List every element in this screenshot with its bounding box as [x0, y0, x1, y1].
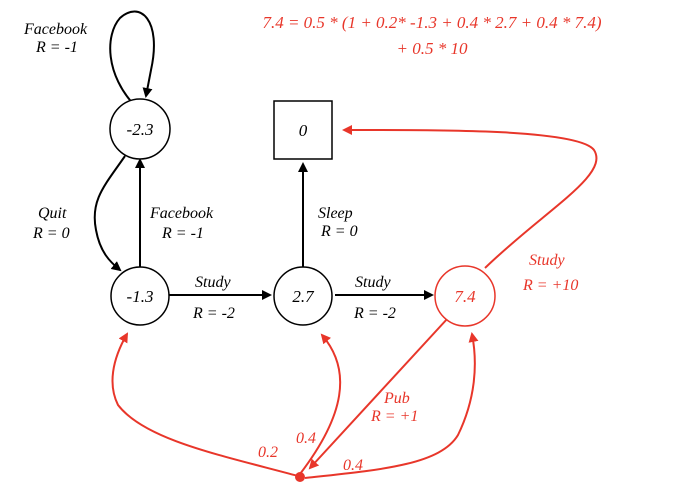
- to-facebook-action-label: Facebook: [149, 205, 214, 222]
- study3-reward-label: R = +10: [522, 277, 578, 294]
- pub-chance-node: [295, 472, 305, 482]
- to-facebook-reward-label: R = -1: [161, 225, 204, 242]
- sleep-terminal-node: [273, 100, 333, 160]
- study3-edge: [342, 124, 598, 269]
- pub-to-class1-edge: [111, 332, 299, 477]
- pub-to-class3-edge: [304, 332, 479, 479]
- facebook-state-node: [109, 98, 171, 160]
- class2-state-value: 2.7: [292, 287, 315, 306]
- prob-to-class1-label: 0.2: [258, 444, 278, 461]
- pub-reward-label: R = +1: [370, 408, 418, 425]
- pub-action-label: Pub: [383, 390, 410, 407]
- study3-action-label: Study: [529, 252, 565, 269]
- facebook-self-loop-edge: [109, 10, 155, 108]
- sleep-terminal-value: 0: [299, 121, 308, 140]
- pub-to-class2-edge: [299, 333, 342, 475]
- quit-action-label: Quit: [38, 205, 67, 222]
- class3-state-value: 7.4: [454, 287, 476, 306]
- sleep-action-label: Sleep: [318, 205, 353, 222]
- sleep-reward-label: R = 0: [320, 223, 358, 240]
- pub-edge: [308, 317, 449, 470]
- facebook-state-value: -2.3: [127, 120, 154, 139]
- facebook-loop-action-label: Facebook: [23, 21, 88, 38]
- class3-state-node: [434, 265, 496, 327]
- quit-reward-label: R = 0: [32, 225, 70, 242]
- facebook-loop-reward-label: R = -1: [35, 39, 78, 56]
- prob-to-class2-label: 0.4: [296, 430, 316, 447]
- study2-reward-label: R = -2: [353, 305, 396, 322]
- study1-action-label: Study: [195, 274, 231, 291]
- study2-action-label: Study: [355, 274, 391, 291]
- class1-state-node: [110, 266, 170, 326]
- class1-state-value: -1.3: [127, 287, 154, 306]
- quit-edge: [93, 155, 126, 272]
- equation-line2: + 0.5 * 10: [397, 39, 468, 58]
- study1-reward-label: R = -2: [192, 305, 235, 322]
- prob-to-class3-label: 0.4: [343, 457, 363, 474]
- equation-line1: 7.4 = 0.5 * (1 + 0.2* -1.3 + 0.4 * 2.7 +…: [262, 13, 601, 32]
- class2-state-node: [273, 266, 333, 326]
